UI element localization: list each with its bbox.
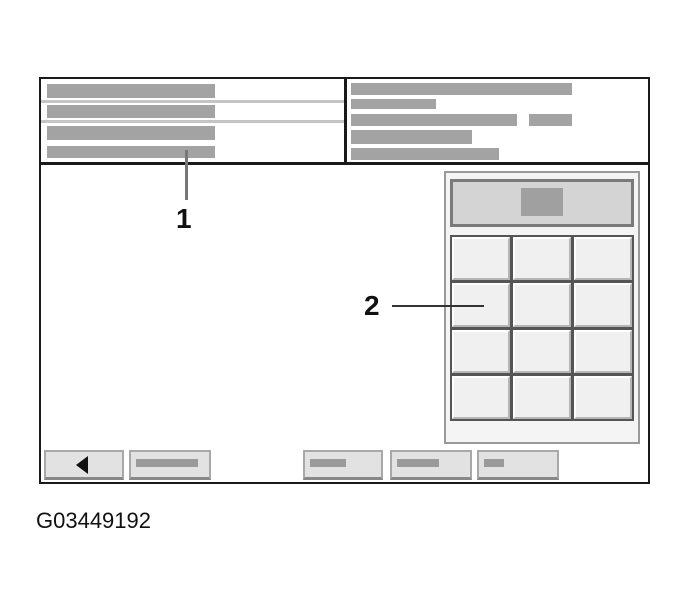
keypad-key[interactable] <box>513 375 571 419</box>
bottom-button-5[interactable] <box>477 450 559 480</box>
header-right-field-4 <box>351 130 472 144</box>
keypad-key[interactable] <box>574 283 632 327</box>
callout-2: 2 <box>364 290 380 321</box>
header-right-field-2 <box>351 99 436 109</box>
row-divider <box>41 120 344 123</box>
header-left-field-3 <box>47 126 215 140</box>
keypad-key[interactable] <box>513 329 571 373</box>
callout-1-leader <box>185 150 188 200</box>
keypad-grid <box>450 235 634 421</box>
keypad-key[interactable] <box>452 375 510 419</box>
keypad-key[interactable] <box>574 375 632 419</box>
header-left-field-2 <box>47 105 215 118</box>
keypad-key[interactable] <box>452 237 510 281</box>
figure-id: G03449192 <box>36 508 151 533</box>
keypad-display-value <box>521 188 563 216</box>
row-divider <box>41 100 344 103</box>
keypad-key[interactable] <box>513 283 571 327</box>
header-left-field-4 <box>47 146 215 158</box>
left-triangle-icon <box>76 456 88 474</box>
bottom-button-3[interactable] <box>303 450 383 480</box>
keypad-key[interactable] <box>574 329 632 373</box>
keypad-key[interactable] <box>452 283 510 327</box>
header-right-field-3b <box>529 114 572 126</box>
callout-1: 1 <box>176 203 192 234</box>
button-label-placeholder <box>136 459 198 467</box>
bottom-button-4[interactable] <box>390 450 472 480</box>
bottom-button-2[interactable] <box>129 450 211 480</box>
header-column-divider <box>344 77 347 164</box>
keypad-key[interactable] <box>513 237 571 281</box>
header-left-field-1 <box>47 84 215 98</box>
keypad-display <box>450 179 634 227</box>
keypad-key[interactable] <box>452 329 510 373</box>
back-button[interactable] <box>44 450 124 480</box>
header-right-field-1 <box>351 83 572 95</box>
keypad-key[interactable] <box>574 237 632 281</box>
callout-2-leader <box>392 305 484 307</box>
button-label-placeholder <box>484 459 504 467</box>
header-right-field-3 <box>351 114 517 126</box>
header-right-field-5 <box>351 148 499 160</box>
button-label-placeholder <box>310 459 346 467</box>
button-label-placeholder <box>397 459 439 467</box>
